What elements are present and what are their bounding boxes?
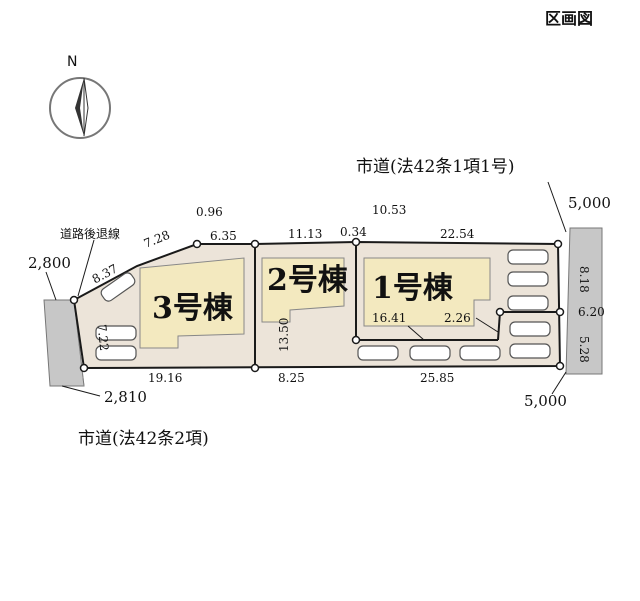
road-label-north-east: 市道(法42条1項1号) xyxy=(356,157,515,177)
road-width-ne-top: 5,000 xyxy=(568,194,611,212)
dim-226: 2.26 xyxy=(444,311,471,325)
building-1-label: 1号棟 xyxy=(372,271,454,306)
road-width-w-top: 2,800 xyxy=(28,254,71,272)
page-title: 区画図 xyxy=(545,9,593,28)
road-label-south-west: 市道(法42条2項) xyxy=(78,429,209,449)
dim-1113: 11.13 xyxy=(288,227,322,241)
dim-635: 6.35 xyxy=(210,229,237,243)
dim-528: 5.28 xyxy=(577,336,591,363)
setback-label: 道路後退線 xyxy=(60,226,120,241)
dim-034: 0.34 xyxy=(340,225,367,239)
dim-2585: 25.85 xyxy=(420,371,454,385)
building-2 xyxy=(261,257,345,323)
road-width-se-bottom: 5,000 xyxy=(524,392,567,410)
dim-1916: 19.16 xyxy=(148,371,182,385)
dim-1350: 13.50 xyxy=(277,318,291,352)
north-arrow-icon: N xyxy=(49,54,111,139)
building-3 xyxy=(139,257,245,349)
building-3-label: 3号棟 xyxy=(152,291,234,326)
building-2-label: 2号棟 xyxy=(267,263,349,298)
dim-2254: 22.54 xyxy=(440,227,475,241)
road-width-w-bottom: 2,810 xyxy=(104,388,147,406)
building-1 xyxy=(363,257,491,327)
dim-096: 0.96 xyxy=(196,205,223,219)
dim-1053: 10.53 xyxy=(372,203,406,217)
survey-points xyxy=(69,237,565,373)
north-label: N xyxy=(67,54,77,70)
east-road xyxy=(565,227,603,375)
dim-825: 8.25 xyxy=(278,371,305,385)
dim-722: 7.22 xyxy=(95,324,112,352)
dim-1641: 16.41 xyxy=(372,311,406,325)
parking-spaces xyxy=(95,249,551,361)
dim-728: 7.28 xyxy=(142,228,172,251)
dim-818: 8.18 xyxy=(577,266,591,293)
dim-620: 6.20 xyxy=(578,305,605,319)
